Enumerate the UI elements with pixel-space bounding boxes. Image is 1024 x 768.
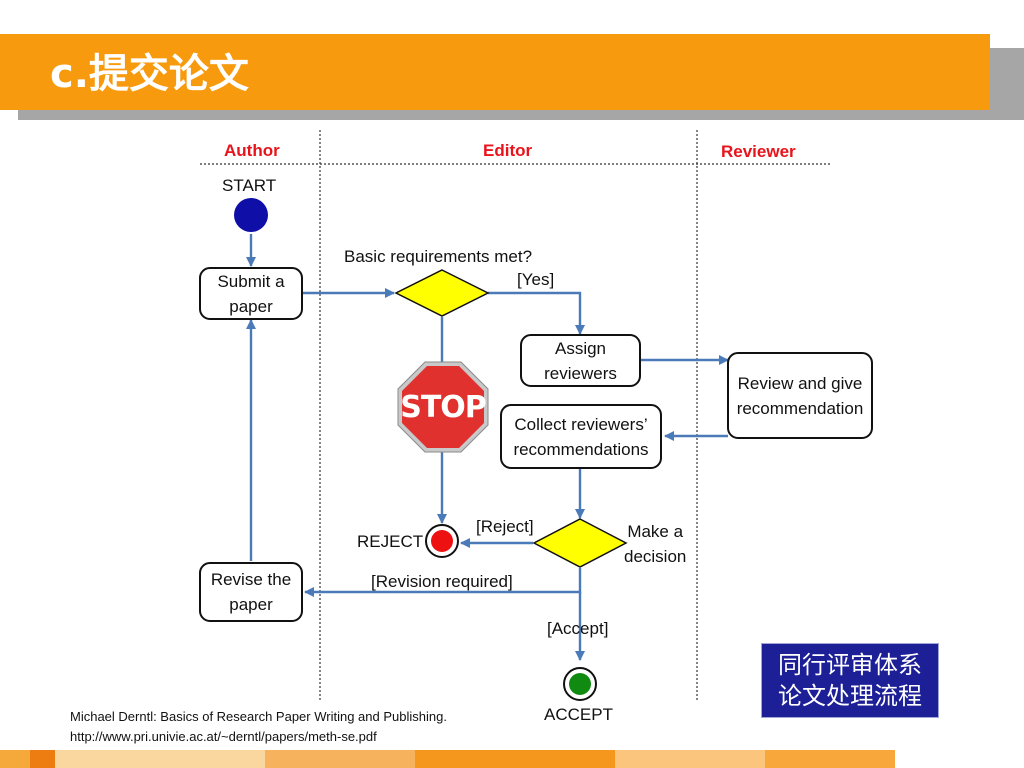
lane-label-editor: Editor <box>483 141 533 160</box>
footer-stripe-5 <box>415 750 615 768</box>
accept-guard-label: [Accept] <box>547 619 609 638</box>
collect-recommendations-box: Collect reviewers’ recommendations <box>500 404 662 469</box>
footer-stripe-7 <box>765 750 895 768</box>
make-decision-diamond <box>532 518 628 568</box>
footer-stripe-4 <box>265 750 415 768</box>
make-decision-label: Make a decision <box>624 522 687 566</box>
accept-node <box>569 673 591 695</box>
lane-label-author: Author <box>224 141 280 160</box>
lane-label-reviewer: Reviewer <box>721 142 796 161</box>
submit-paper-box: Submit a paper <box>199 267 303 320</box>
footer-stripe-8 <box>895 750 1024 768</box>
yes-guard-label: [Yes] <box>517 270 555 289</box>
assign-reviewers-box: Assign reviewers <box>520 334 641 387</box>
revision-guard-label: [Revision required] <box>371 572 513 591</box>
start-label: START <box>222 176 277 195</box>
reject-node <box>431 530 453 552</box>
requirements-question-label: Basic requirements met? <box>344 247 533 266</box>
caption-box: 同行评审体系 论文处理流程 <box>761 643 939 718</box>
title-bar <box>0 34 990 110</box>
citation-text: Michael Derntl: Basics of Research Paper… <box>70 709 447 744</box>
start-node <box>234 198 268 232</box>
footer-stripe-6 <box>615 750 765 768</box>
revise-paper-box: Revise the paper <box>199 562 303 622</box>
footer-stripe-1 <box>0 750 30 768</box>
footer-stripe-2 <box>30 750 55 768</box>
stop-sign-text: STOP <box>400 390 487 425</box>
requirements-decision-diamond <box>394 269 490 317</box>
arrow-yes-to-assign <box>488 291 585 335</box>
reject-guard-label: [Reject] <box>476 517 534 536</box>
review-recommendation-box: Review and give recommendation <box>727 352 873 439</box>
footer-stripe-3 <box>55 750 265 768</box>
slide-title: c.提交论文 <box>50 51 249 97</box>
reject-label: REJECT <box>357 532 424 551</box>
stop-sign <box>402 366 484 448</box>
accept-label: ACCEPT <box>544 705 613 724</box>
